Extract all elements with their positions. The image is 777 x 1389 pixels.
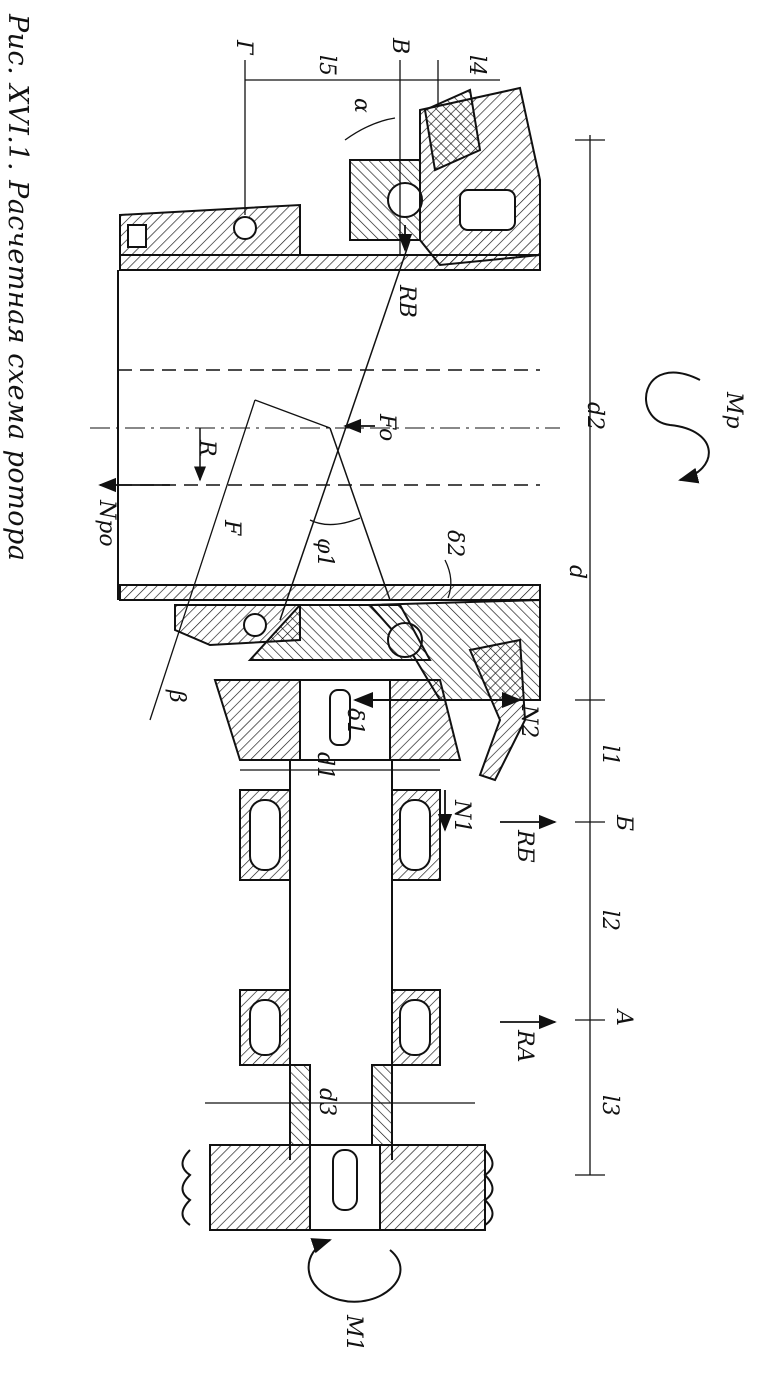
label-delta2: δ2 [442, 530, 467, 557]
rotor-drum [90, 254, 560, 601]
label-b: Б [611, 814, 636, 831]
label-npo: Npo [94, 499, 119, 547]
label-phi: φ1 [312, 538, 337, 567]
label-g: Г [231, 39, 256, 56]
label-n2: N2 [516, 704, 541, 738]
label-d3: d3 [314, 1088, 339, 1116]
sprocket [181, 1144, 494, 1231]
label-a: A [611, 1008, 636, 1026]
label-beta: β [164, 689, 189, 703]
lower-gear-assembly [174, 598, 541, 782]
label-r: R [194, 439, 219, 457]
label-fo: Fo [374, 413, 399, 441]
label-d2: d2 [582, 402, 607, 430]
dimension-lines [98, 60, 605, 1176]
label-v: В [387, 37, 412, 54]
figure-caption: Рис. XVI.1. Расчетная схема ротора [2, 14, 33, 562]
label-rv: RВ [394, 284, 419, 318]
label-n1: N1 [449, 799, 474, 833]
upper-bearing-assembly [119, 86, 541, 267]
label-ra: RA [512, 1029, 537, 1062]
label-l5: l5 [314, 55, 339, 76]
label-l2: l2 [597, 910, 622, 931]
label-d: d [564, 565, 589, 579]
diagram-labels: Г В l5 l4 α Mp d2 Fo R F Npo φ1 d δ2 RВ … [94, 37, 746, 1352]
label-l4: l4 [464, 55, 489, 76]
pinion-shaft [239, 760, 441, 1160]
label-d1: d1 [312, 752, 337, 780]
label-delta1: δ1 [342, 708, 367, 735]
label-f: F [219, 519, 244, 536]
label-l3: l3 [597, 1095, 622, 1116]
label-rb: RБ [512, 829, 537, 863]
label-m1: M1 [341, 1314, 366, 1352]
label-alpha: α [349, 98, 374, 113]
label-mp: Mp [721, 391, 746, 429]
label-l1: l1 [597, 745, 622, 766]
moment-arrows [307, 371, 710, 1303]
